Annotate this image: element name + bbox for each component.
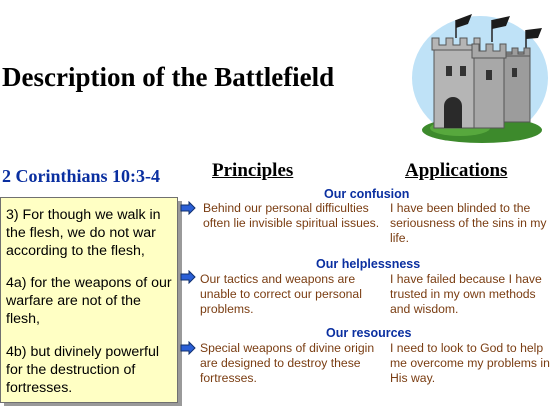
scripture-reference: 2 Corinthians 10:3-4 [2, 166, 161, 186]
section-heading-helplessness: Our helplessness [316, 257, 421, 271]
verse-4a: 4a) for the weapons of our warfare are n… [6, 275, 172, 327]
arrow-right-icon [180, 201, 196, 215]
application-text: I have failed because I have trusted in … [390, 272, 542, 316]
verse-4b: 4b) but divinely powerful for the destru… [6, 344, 159, 396]
application-text: I have been blinded to the seriousness o… [390, 201, 547, 245]
castle-illustration [412, 14, 548, 143]
section-heading-confusion: Our confusion [324, 187, 410, 201]
arrow-right-icon [180, 341, 196, 355]
arrow-right-icon [180, 270, 196, 284]
application-text: I need to look to God to help me overcom… [390, 341, 550, 385]
section-heading-resources: Our resources [326, 326, 412, 340]
principles-column-heading: Principles [212, 160, 294, 181]
principle-text: Our tactics and weapons are unable to co… [200, 272, 362, 316]
verse-3: 3) For though we walk in the flesh, we d… [6, 207, 161, 259]
scripture-box: 3) For though we walk in the flesh, we d… [0, 197, 178, 403]
principle-text: Special weapons of divine origin are des… [200, 341, 375, 385]
principle-text: Behind our personal difficulties often l… [203, 201, 380, 230]
page-title: Description of the Battlefield [2, 62, 335, 92]
applications-column-heading: Applications [405, 160, 508, 181]
